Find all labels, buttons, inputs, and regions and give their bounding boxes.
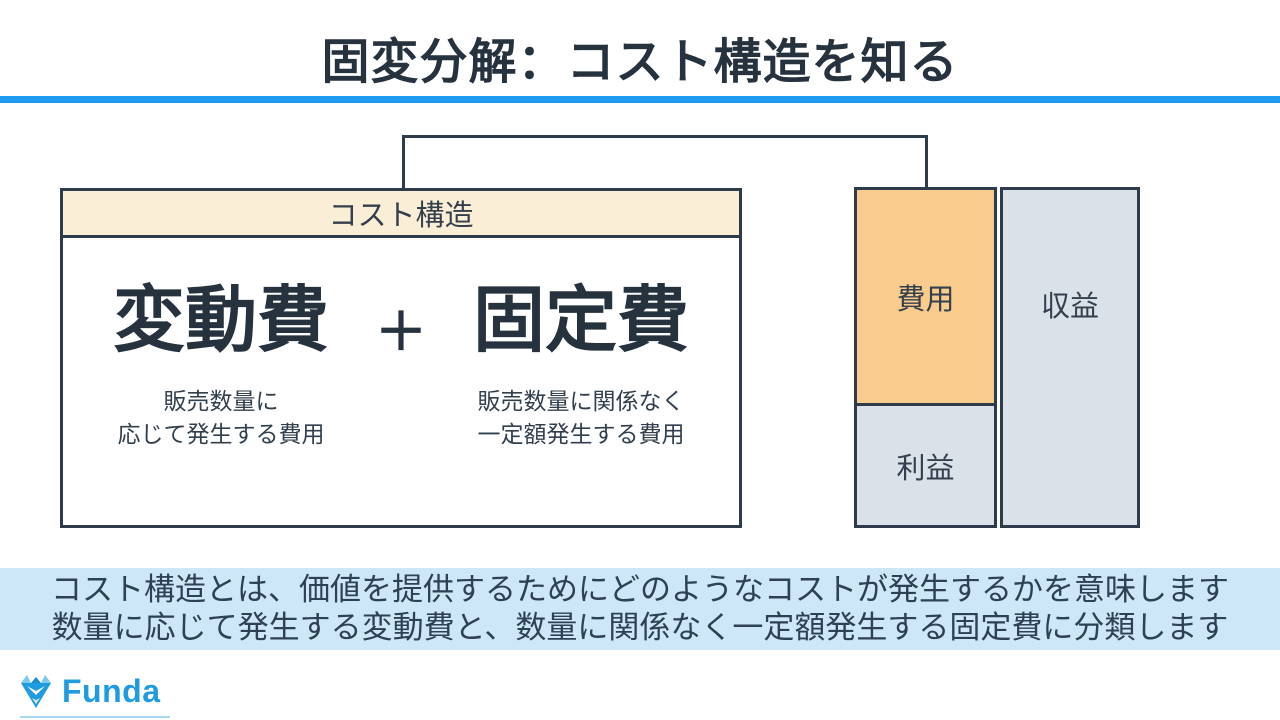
plus-sign: ＋: [374, 304, 427, 362]
summary-line-2: 数量に応じて発生する変動費と、数量に関係なく一定額発生する固定費に分類します: [51, 610, 1229, 645]
revenue-label: 収益: [1040, 291, 1099, 323]
funda-wordmark: Funda: [62, 672, 161, 709]
expense-label: 費用: [896, 283, 955, 316]
profit-box: 利益: [854, 406, 997, 528]
cost-structure-header: コスト構造: [63, 191, 739, 238]
expense-box: 費用: [854, 187, 997, 406]
revenue-box: 収益: [1000, 187, 1140, 528]
variable-cost-label: 変動費: [112, 281, 329, 361]
summary-line-1: コスト構造とは、価値を提供するためにどのようなコストが発生するかを意味します: [51, 572, 1229, 607]
funda-gem-icon: [21, 675, 51, 708]
footer-accent-line: [20, 716, 170, 718]
connector-line-left-vertical: [402, 135, 405, 189]
summary-banner: コスト構造とは、価値を提供するためにどのようなコストが発生するかを意味します 数…: [0, 568, 1280, 650]
connector-line-horizontal: [402, 135, 928, 138]
pl-diagram: 費用 利益 収益: [854, 187, 1140, 528]
cost-structure-box: コスト構造 変動費 ＋ 固定費 販売数量に 応じて発生する費用 販売数量に関係な…: [60, 188, 742, 528]
pl-diagram-left-column: 費用 利益: [854, 187, 997, 528]
cost-structure-body: 変動費 ＋ 固定費 販売数量に 応じて発生する費用 販売数量に関係なく 一定額発…: [63, 238, 739, 452]
title-underline: [0, 96, 1280, 103]
variable-cost-description: 販売数量に 応じて発生する費用: [117, 388, 325, 448]
fixed-cost-description: 販売数量に関係なく 一定額発生する費用: [477, 388, 685, 448]
profit-label: 利益: [896, 452, 955, 485]
fixed-cost-label: 固定費: [472, 281, 689, 361]
page-title: 固変分解：コスト構造を知る: [321, 36, 959, 89]
funda-logo: Funda: [18, 672, 160, 710]
